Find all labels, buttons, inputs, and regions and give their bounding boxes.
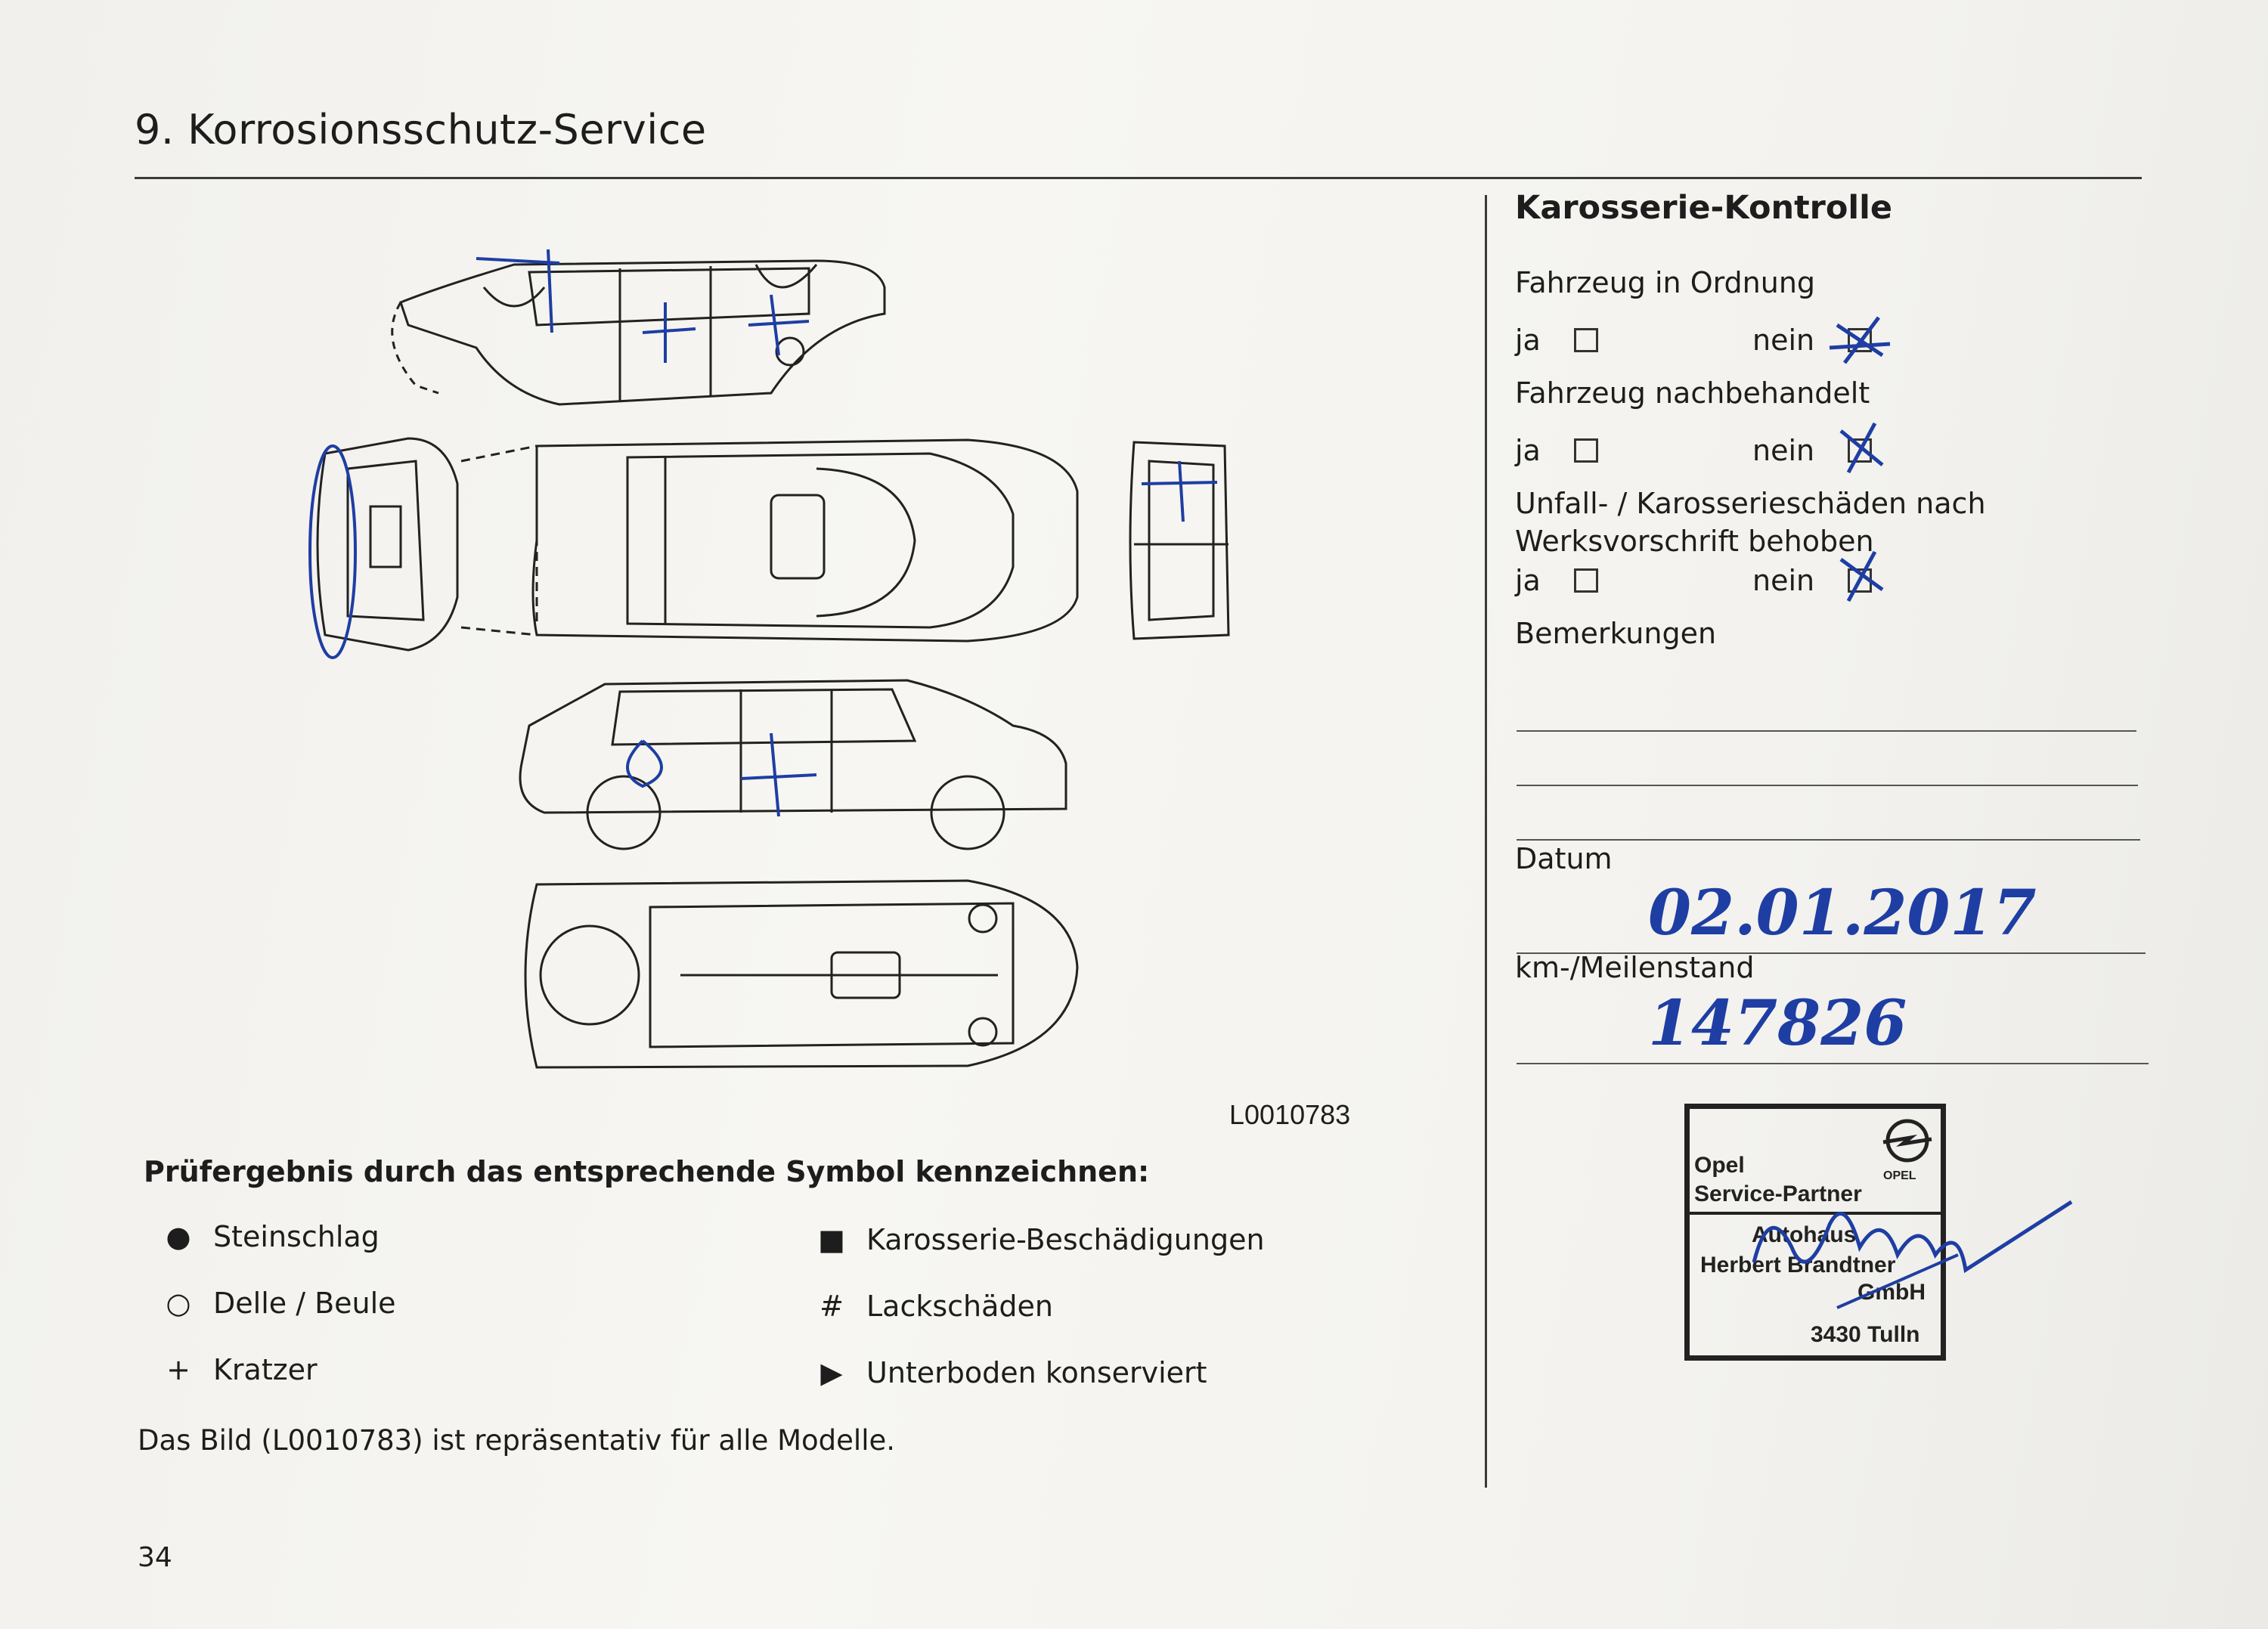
car-front-view xyxy=(316,437,459,652)
remarks-line-1[interactable] xyxy=(1517,730,2136,732)
legend-item-karosserie-beschaedigungen: ■ Karosserie-Beschädigungen xyxy=(812,1223,1265,1256)
stamp-line-1: Opel xyxy=(1694,1153,1745,1178)
section-heading: Karosserie-Kontrolle xyxy=(1515,189,1893,227)
checkbox-ja[interactable] xyxy=(1573,438,1598,463)
car-body-diagrams xyxy=(308,249,1230,1069)
date-label: Datum xyxy=(1515,842,1613,875)
instruction-text: Prüfergebnis durch das entsprechende Sym… xyxy=(144,1155,1150,1188)
legend-label: Karosserie-Beschädigungen xyxy=(866,1223,1265,1256)
checkbox-ja[interactable] xyxy=(1573,328,1598,352)
filled-circle-icon: ● xyxy=(166,1220,191,1253)
triangle-icon: ▶ xyxy=(820,1356,843,1389)
option-nein-1[interactable]: nein xyxy=(1752,324,1873,357)
stamp-brand: OPEL xyxy=(1883,1169,1916,1182)
km-value: 147826 xyxy=(1648,987,1907,1060)
option-ja-3[interactable]: ja xyxy=(1515,564,1598,597)
open-circle-icon: ○ xyxy=(166,1287,191,1320)
legend-label: Lackschäden xyxy=(866,1290,1053,1323)
km-label: km-/Meilenstand xyxy=(1515,951,1755,984)
handwritten-marks xyxy=(308,249,1218,817)
stamp-line-2: Service-Partner xyxy=(1694,1181,1862,1206)
remarks-label: Bemerkungen xyxy=(1515,617,1717,650)
date-value: 02.01.2017 xyxy=(1648,877,2037,949)
legend-label: Steinschlag xyxy=(213,1220,380,1253)
handwritten-signature xyxy=(1752,1200,2073,1309)
legend-label: Delle / Beule xyxy=(213,1287,396,1320)
option-nein-2[interactable]: nein xyxy=(1752,434,1873,467)
remarks-line-2[interactable] xyxy=(1517,785,2138,786)
km-line[interactable] xyxy=(1517,1063,2149,1064)
page-title: 9. Korrosionsschutz-Service xyxy=(135,106,707,153)
question-unfallschaeden: Unfall- / Karosserieschäden nach xyxy=(1515,487,1986,520)
option-ja-1[interactable]: ja xyxy=(1515,324,1598,357)
stamp-divider xyxy=(1690,1212,1941,1215)
legend-item-delle-beule: ○ Delle / Beule xyxy=(159,1287,396,1320)
date-line[interactable] xyxy=(1517,952,2146,954)
title-divider xyxy=(135,177,2142,179)
car-underbody-view xyxy=(524,879,1079,1069)
checkbox-nein[interactable] xyxy=(1848,438,1873,463)
hash-icon: # xyxy=(820,1290,844,1323)
legend-item-lackschaeden: # Lackschäden xyxy=(812,1290,1053,1323)
question-unfallschaeden-line2: Werksvorschrift behoben xyxy=(1515,525,1874,558)
legend-item-kratzer: + Kratzer xyxy=(159,1353,318,1386)
legend-label: Unterboden konserviert xyxy=(866,1356,1207,1389)
stamp-line-6: 3430 Tulln xyxy=(1811,1322,1920,1347)
car-rear-view xyxy=(1129,441,1230,640)
diagram-code: L0010783 xyxy=(1229,1099,1351,1130)
question-fahrzeug-in-ordnung: Fahrzeug in Ordnung xyxy=(1515,266,1816,299)
checkbox-nein[interactable] xyxy=(1848,328,1873,352)
question-fahrzeug-nachbehandelt: Fahrzeug nachbehandelt xyxy=(1515,376,1870,410)
checkbox-ja[interactable] xyxy=(1573,568,1598,593)
option-ja-2[interactable]: ja xyxy=(1515,434,1598,467)
stamp-line-3: Autohaus xyxy=(1752,1222,1857,1247)
legend-item-unterboden-konserviert: ▶ Unterboden konserviert xyxy=(812,1356,1207,1389)
representative-note: Das Bild (L0010783) ist repräsentativ fü… xyxy=(138,1424,895,1457)
car-side-view-upper xyxy=(391,259,886,406)
filled-square-icon: ■ xyxy=(818,1223,845,1256)
remarks-line-3[interactable] xyxy=(1517,839,2140,841)
car-side-view-lower xyxy=(519,679,1067,850)
legend-item-steinschlag: ● Steinschlag xyxy=(159,1220,380,1253)
handwritten-checkmarks xyxy=(1829,316,1891,602)
page-number: 34 xyxy=(138,1542,172,1573)
opel-logo-icon xyxy=(1882,1119,1932,1163)
car-top-view xyxy=(460,438,1079,643)
plus-icon: + xyxy=(166,1353,191,1386)
column-divider xyxy=(1485,195,1487,1488)
legend-label: Kratzer xyxy=(213,1353,318,1386)
